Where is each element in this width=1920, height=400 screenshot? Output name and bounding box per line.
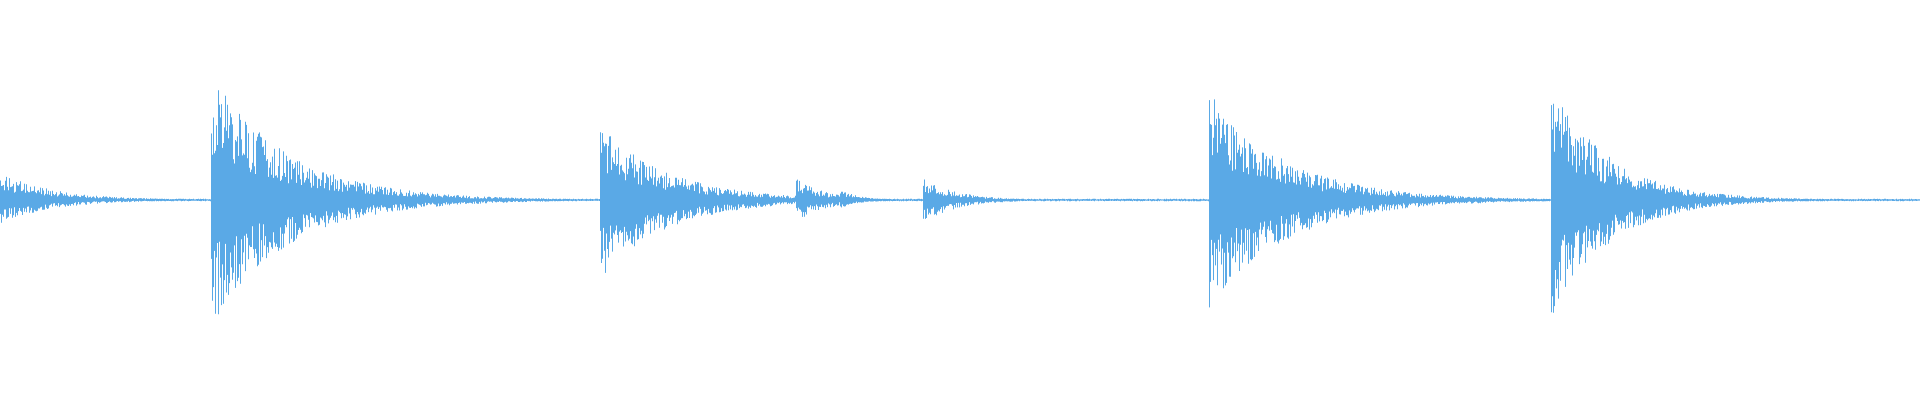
waveform-signal [0, 90, 1920, 315]
